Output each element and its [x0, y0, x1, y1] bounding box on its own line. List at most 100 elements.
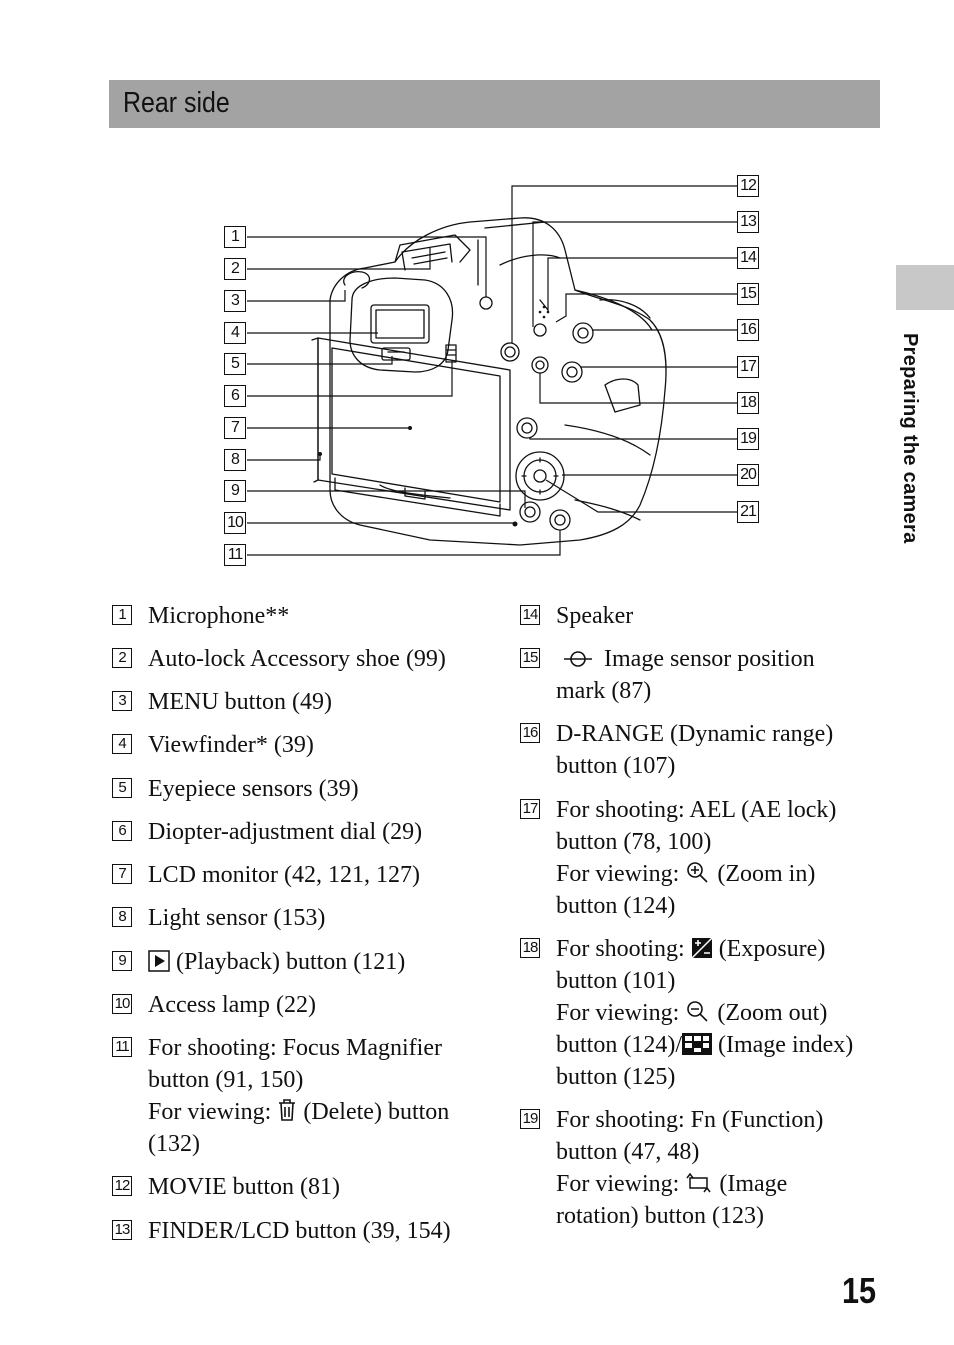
callout-8: 8	[224, 449, 246, 471]
item-number: 13	[112, 1220, 132, 1240]
list-item: 14 Speaker	[520, 600, 860, 632]
item-number: 9	[112, 951, 132, 971]
item-text-part-a: For shooting: Fn (Function) button (47, …	[556, 1107, 824, 1197]
list-item: 2 Auto-lock Accessory shoe (99)	[112, 643, 452, 675]
image-index-icon	[682, 1033, 712, 1055]
item-text: Microphone**	[148, 603, 290, 629]
callout-21: 21	[737, 501, 759, 523]
item-text-part-b: (Image rotation) button (123)	[556, 1171, 788, 1229]
callout-17: 17	[737, 356, 759, 378]
item-number: 15	[520, 648, 540, 668]
callout-16: 16	[737, 319, 759, 341]
list-item: 6 Diopter-adjustment dial (29)	[112, 816, 452, 848]
item-text: Viewfinder* (39)	[148, 732, 314, 758]
list-item: 10 Access lamp (22)	[112, 989, 452, 1021]
callout-15: 15	[737, 283, 759, 305]
item-text: FINDER/LCD button (39, 154)	[148, 1218, 451, 1244]
item-text-part-b: (Delete) button (132)	[148, 1099, 450, 1157]
item-text-part-a: For shooting:	[556, 936, 691, 962]
sensor-mark-icon	[564, 651, 592, 667]
list-item: 12 MOVIE button (81)	[112, 1171, 452, 1203]
item-text: Access lamp (22)	[148, 992, 316, 1018]
item-number: 5	[112, 778, 132, 798]
list-item: 3 MENU button (49)	[112, 686, 452, 718]
item-text: For shooting: AEL (AE lock) button (78, …	[520, 794, 860, 922]
item-number: 11	[112, 1037, 132, 1057]
item-text: Auto-lock Accessory shoe (99)	[148, 646, 446, 672]
callout-14: 14	[737, 247, 759, 269]
list-item: 15 Image sensor position mark (87)	[520, 643, 860, 707]
callout-11: 11	[224, 544, 246, 566]
item-number: 19	[520, 1109, 540, 1129]
item-text: Light sensor (153)	[148, 905, 326, 931]
item-text-part-b: (Zoom in) button (124)	[556, 861, 816, 919]
item-text-label: Image sensor position mark (87)	[556, 646, 815, 704]
list-item: 5 Eyepiece sensors (39)	[112, 773, 452, 805]
item-text-part-d: (Image index) button (125)	[556, 1032, 854, 1090]
list-item: 4 Viewfinder* (39)	[112, 729, 452, 761]
callout-4: 4	[224, 322, 246, 344]
item-text: LCD monitor (42, 121, 127)	[148, 862, 420, 888]
item-text-part-c: (Zoom out) button (124)/	[556, 1000, 828, 1058]
item-text: Image sensor position mark (87)	[520, 643, 860, 707]
callout-9: 9	[224, 480, 246, 502]
callout-2: 2	[224, 258, 246, 280]
section-header-bar: Rear side	[109, 80, 880, 128]
rotate-icon	[686, 1172, 711, 1193]
list-item: 13 FINDER/LCD button (39, 154)	[112, 1215, 492, 1247]
item-number: 2	[112, 648, 132, 668]
item-number: 18	[520, 938, 540, 958]
callout-13: 13	[737, 211, 759, 233]
item-number: 10	[112, 994, 132, 1014]
camera-illustration	[247, 185, 737, 556]
item-text: MOVIE button (81)	[148, 1174, 340, 1200]
item-text: For shooting: (Exposure) button (101) Fo…	[520, 933, 880, 1093]
item-text-part-a: For shooting: Focus Magnifier button (91…	[148, 1035, 442, 1125]
callout-20: 20	[737, 464, 759, 486]
callout-5: 5	[224, 353, 246, 375]
list-item: 1 Microphone**	[112, 600, 452, 632]
zoom-in-icon	[687, 862, 708, 883]
list-item: 18 For shooting: (Exposure) button (101)…	[520, 933, 880, 1093]
callout-12: 12	[737, 175, 759, 197]
item-text: (Playback) button (121)	[112, 946, 452, 978]
item-text: Eyepiece sensors (39)	[148, 776, 359, 802]
item-number: 14	[520, 605, 540, 625]
zoom-out-icon	[687, 1001, 708, 1022]
item-number: 3	[112, 691, 132, 711]
item-text: For shooting: Focus Magnifier button (91…	[112, 1032, 452, 1160]
item-text-part-a: For shooting: AEL (AE lock) button (78, …	[556, 797, 837, 887]
list-item: 9 (Playback) button (121)	[112, 946, 452, 978]
list-item: 19 For shooting: Fn (Function) button (4…	[520, 1104, 860, 1232]
callout-1: 1	[224, 226, 246, 248]
page-number: 15	[842, 1270, 877, 1311]
callout-6: 6	[224, 385, 246, 407]
item-number: 16	[520, 723, 540, 743]
item-text: For shooting: Fn (Function) button (47, …	[520, 1104, 860, 1232]
item-number: 1	[112, 605, 132, 625]
item-number: 8	[112, 907, 132, 927]
callout-10: 10	[224, 512, 246, 534]
list-item: 11 For shooting: Focus Magnifier button …	[112, 1032, 452, 1160]
list-item: 17 For shooting: AEL (AE lock) button (7…	[520, 794, 860, 922]
playback-icon	[148, 950, 170, 972]
camera-rear-diagram: 1 2 3 4 5 6 7 8 9 10 11 12 13 14 15 16 1…	[0, 0, 954, 600]
callout-18: 18	[737, 392, 759, 414]
section-title: Rear side	[123, 87, 230, 119]
exposure-icon	[691, 937, 713, 959]
chapter-tab	[896, 265, 954, 310]
item-text-part-b: (Exposure) button (101) For viewing:	[556, 936, 826, 1026]
item-text: Speaker	[556, 603, 634, 629]
item-number: 7	[112, 864, 132, 884]
item-number: 4	[112, 734, 132, 754]
item-text: Diopter-adjustment dial (29)	[148, 819, 423, 845]
callout-7: 7	[224, 417, 246, 439]
list-item: 7 LCD monitor (42, 121, 127)	[112, 859, 452, 891]
list-item: 16 D-RANGE (Dynamic range) button (107)	[520, 718, 860, 782]
list-item: 8 Light sensor (153)	[112, 902, 452, 934]
item-text: MENU button (49)	[148, 689, 332, 715]
item-number: 17	[520, 799, 540, 819]
callout-19: 19	[737, 428, 759, 450]
item-text-label: (Playback) button (121)	[176, 949, 406, 975]
callout-3: 3	[224, 290, 246, 312]
